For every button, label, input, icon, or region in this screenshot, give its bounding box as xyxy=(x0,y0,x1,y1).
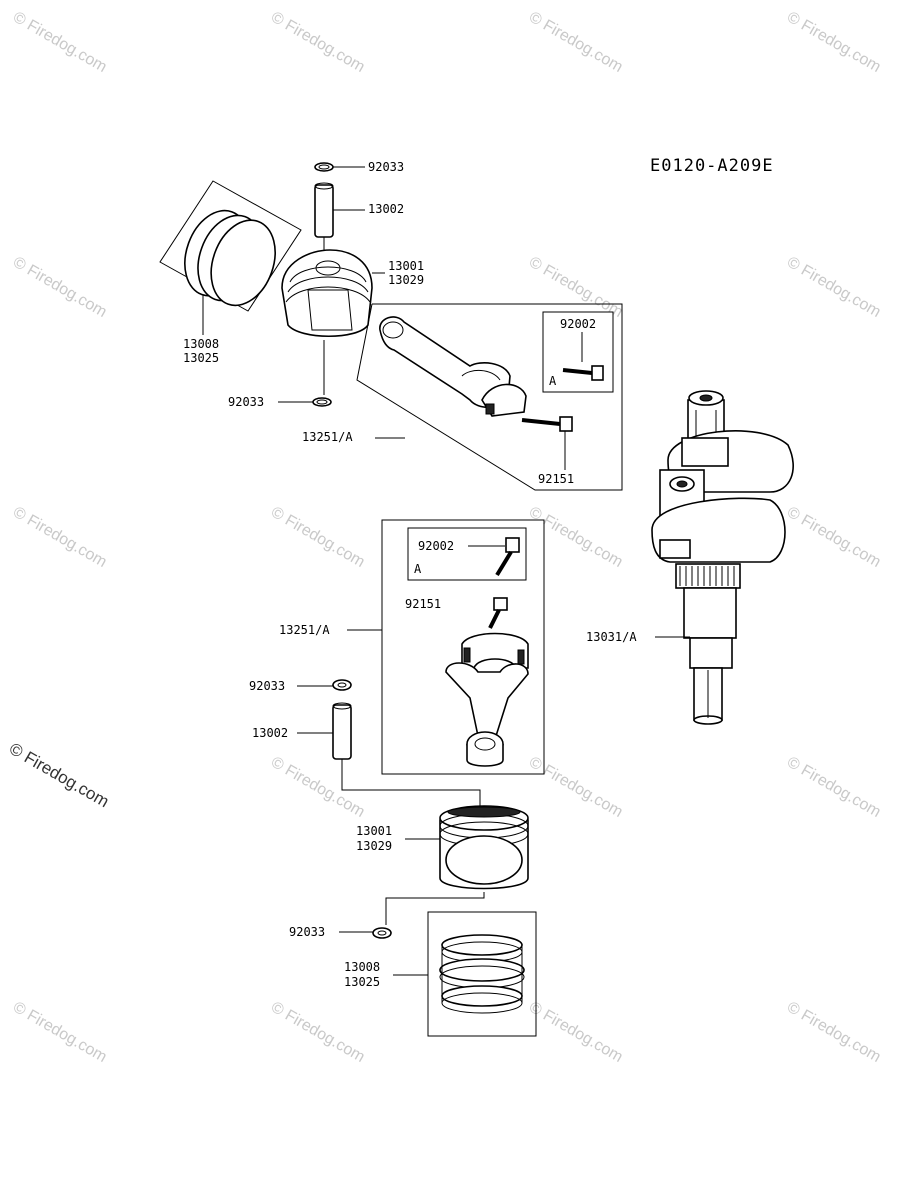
watermark: © Firedog.com xyxy=(10,9,110,76)
snap-ring-icon xyxy=(312,397,332,407)
rod-bolt-icon xyxy=(488,597,508,629)
watermark: © Firedog.com xyxy=(526,504,626,571)
watermark: © Firedog.com xyxy=(268,754,368,821)
watermark: © Firedog.com xyxy=(268,504,368,571)
label-lower-piston-line1: 13001 xyxy=(356,824,392,838)
piston-rings-icon xyxy=(439,934,525,1014)
label-lower-rings-line2: 13025 xyxy=(344,975,380,989)
watermark: © Firedog.com xyxy=(784,999,884,1066)
label-crankshaft: 13031/A xyxy=(586,630,637,644)
label-inset-code: 92002 xyxy=(560,317,596,331)
label-lower-snap-ring-bottom: 92033 xyxy=(289,925,325,939)
lower-rod-group-frame xyxy=(381,519,545,775)
crankshaft-icon xyxy=(651,390,794,725)
watermark: © Firedog.com xyxy=(784,254,884,321)
label-lower-piston-line2: 13029 xyxy=(356,839,392,853)
watermark: © Firedog.com xyxy=(268,9,368,76)
watermark: © Firedog.com xyxy=(10,999,110,1066)
upper-assembly: 92033 13002 13008 13025 xyxy=(159,160,623,491)
label-snap-ring-top: 92033 xyxy=(368,160,404,174)
rod-cap-icon xyxy=(481,383,527,417)
label-piston-line1: 13001 xyxy=(388,259,424,273)
connecting-rod-icon xyxy=(445,632,529,767)
watermark: © Firedog.com xyxy=(784,504,884,571)
piston-rings-icon xyxy=(159,180,302,312)
piston-pin-icon xyxy=(332,702,352,760)
label-rod-assembly: 13251/A xyxy=(302,430,353,444)
label-piston-line2: 13029 xyxy=(388,273,424,287)
label-lower-piston-pin: 13002 xyxy=(252,726,288,740)
label-piston-pin: 13002 xyxy=(368,202,404,216)
watermark: © Firedog.com xyxy=(268,999,368,1066)
watermark: © Firedog.com xyxy=(526,254,626,321)
inset-box xyxy=(542,311,614,393)
piston-icon xyxy=(439,805,529,890)
label-inset-letter: A xyxy=(549,374,557,388)
label-rings-line2: 13025 xyxy=(183,351,219,365)
snap-ring-icon xyxy=(314,162,334,172)
watermark: © Firedog.com xyxy=(526,754,626,821)
label-lower-snap-ring: 92033 xyxy=(249,679,285,693)
diagram-code: E0120-A209E xyxy=(650,156,774,176)
watermark: © Firedog.com xyxy=(10,254,110,321)
rod-group-frame xyxy=(356,303,623,491)
watermark: © Firedog.com xyxy=(526,999,626,1066)
snap-ring-icon xyxy=(372,927,392,939)
snap-ring-icon xyxy=(332,679,352,691)
inset-bolt-icon xyxy=(562,365,604,381)
watermark: © Firedog.com xyxy=(784,9,884,76)
label-lower-inset-letter: A xyxy=(414,562,422,576)
piston-icon xyxy=(281,249,373,338)
lower-assembly: 13251/A 92002 A 92151 xyxy=(249,519,545,1037)
inset-bolt-icon xyxy=(495,537,520,577)
watermark: © Firedog.com xyxy=(6,739,112,811)
watermark: © Firedog.com xyxy=(784,754,884,821)
label-rod-assembly-lower: 13251/A xyxy=(279,623,330,637)
label-lower-inset-code: 92002 xyxy=(418,539,454,553)
label-lower-rings-line1: 13008 xyxy=(344,960,380,974)
lower-rings-frame xyxy=(427,911,537,1037)
label-rings-line1: 13008 xyxy=(183,337,219,351)
lower-inset-box xyxy=(407,527,527,581)
watermark: © Firedog.com xyxy=(526,9,626,76)
label-lower-rod-bolt: 92151 xyxy=(405,597,441,611)
rod-bolt-icon xyxy=(521,416,573,432)
piston-pin-icon xyxy=(314,182,334,238)
label-rod-bolt: 92151 xyxy=(538,472,574,486)
label-snap-ring-bottom: 92033 xyxy=(228,395,264,409)
watermark: © Firedog.com xyxy=(10,504,110,571)
